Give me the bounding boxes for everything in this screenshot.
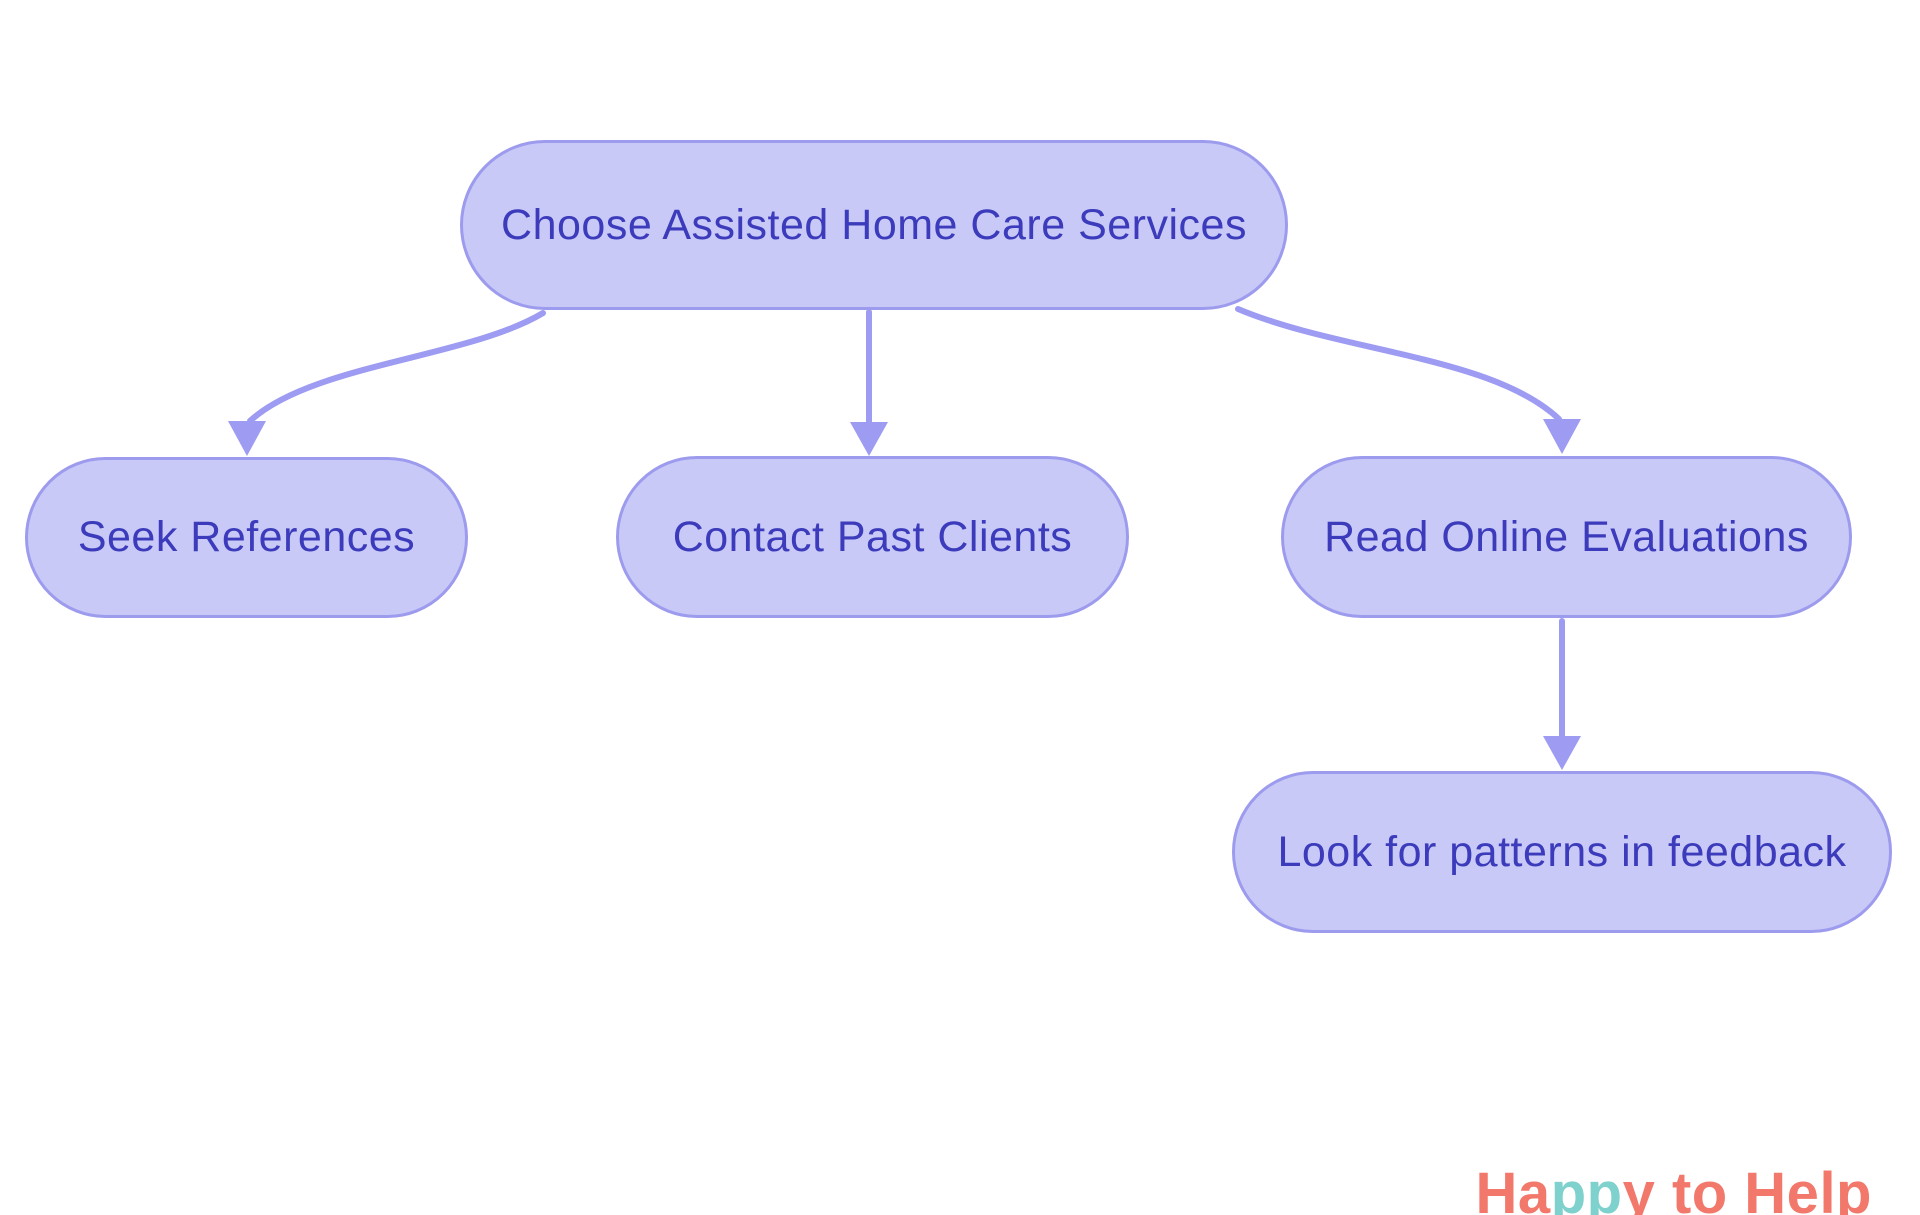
logo-text-to-help: to Help (1655, 1160, 1872, 1215)
node-choose-assisted-home-care-services: Choose Assisted Home Care Services (460, 140, 1288, 310)
node-seek-references: Seek References (25, 457, 468, 618)
logo-text-ha: Ha (1475, 1160, 1551, 1215)
arrowhead-read-patterns (1543, 736, 1581, 770)
connector-choose-seek (247, 310, 546, 424)
node-read-online-evaluations: Read Online Evaluations (1281, 456, 1852, 618)
node-label: Read Online Evaluations (1324, 512, 1809, 561)
arrowhead-choose-read (1543, 419, 1581, 454)
arrowhead-choose-contact (850, 422, 888, 456)
node-look-for-patterns-in-feedback: Look for patterns in feedback (1232, 771, 1892, 933)
node-label: Seek References (77, 513, 416, 561)
node-contact-past-clients: Contact Past Clients (616, 456, 1129, 618)
connector-choose-read (1235, 306, 1562, 422)
logo-text-y: y (1622, 1160, 1656, 1215)
arrowhead-choose-seek (228, 421, 266, 456)
node-label: Look for patterns in feedback (1277, 827, 1847, 876)
logo-text-pp: pp (1550, 1160, 1623, 1215)
node-label: Choose Assisted Home Care Services (501, 200, 1247, 249)
node-label: Contact Past Clients (672, 512, 1073, 561)
